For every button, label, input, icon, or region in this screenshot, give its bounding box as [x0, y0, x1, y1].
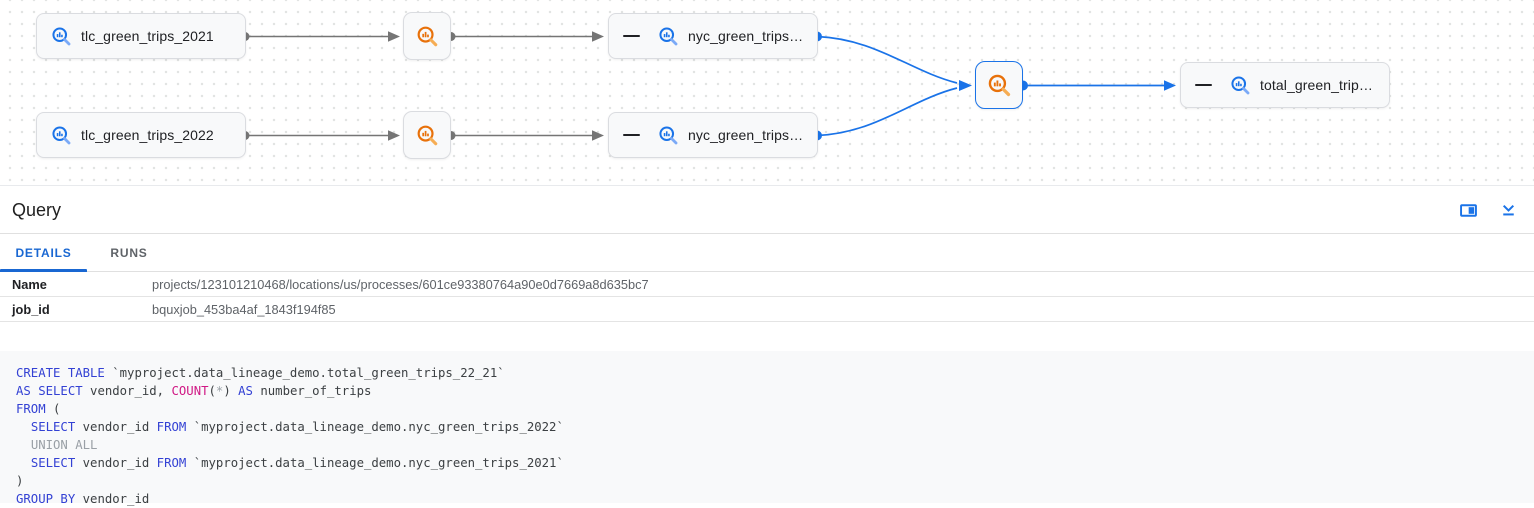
- open-side-panel-button[interactable]: [1456, 198, 1480, 222]
- node-nyc-green-trips-2021[interactable]: nyc_green_trips…: [608, 13, 818, 59]
- collapse-panel-icon: [1498, 200, 1519, 221]
- details-table: Name projects/123101210468/locations/us/…: [0, 272, 1534, 322]
- node-label: nyc_green_trips…: [688, 127, 803, 143]
- node-label: total_green_trip…: [1260, 77, 1373, 93]
- panel-title: Query: [12, 199, 62, 220]
- collapse-minus-icon[interactable]: [623, 34, 640, 38]
- bigquery-table-icon: [658, 125, 679, 146]
- detail-label-job-id: job_id: [12, 301, 50, 317]
- node-label: tlc_green_trips_2021: [81, 28, 214, 44]
- bigquery-process-icon: [987, 73, 1012, 98]
- node-nyc-green-trips-2022[interactable]: nyc_green_trips…: [608, 112, 818, 158]
- tab-runs[interactable]: RUNS: [110, 245, 148, 260]
- bigquery-process-icon: [416, 25, 439, 48]
- tab-details[interactable]: DETAILS: [0, 234, 87, 272]
- bigquery-table-icon: [51, 26, 72, 47]
- collapse-minus-icon[interactable]: [1195, 83, 1212, 87]
- lineage-graph-canvas[interactable]: tlc_green_trips_2021 nyc_green_trips… tl…: [0, 0, 1534, 186]
- detail-value-name: projects/123101210468/locations/us/proce…: [152, 276, 649, 292]
- node-tlc-green-trips-2021[interactable]: tlc_green_trips_2021: [36, 13, 246, 59]
- node-label: nyc_green_trips…: [688, 28, 803, 44]
- panel-tabs: DETAILS RUNS: [0, 234, 1534, 272]
- bigquery-table-icon: [51, 125, 72, 146]
- sql-code: CREATE TABLE `myproject.data_lineage_dem…: [16, 366, 564, 506]
- node-tlc-green-trips-2022[interactable]: tlc_green_trips_2022: [36, 112, 246, 158]
- collapse-minus-icon[interactable]: [623, 133, 640, 137]
- query-panel-header: Query: [0, 187, 1534, 234]
- detail-value-job-id: bquxjob_453ba4af_1843f194f85: [152, 301, 336, 317]
- collapse-panel-button[interactable]: [1496, 198, 1520, 222]
- table-row: Name projects/123101210468/locations/us/…: [0, 272, 1534, 297]
- node-total-green-trips[interactable]: total_green_trip…: [1180, 62, 1390, 108]
- process-node-2[interactable]: [403, 111, 451, 159]
- process-node-query-selected[interactable]: [975, 61, 1023, 109]
- node-label: tlc_green_trips_2022: [81, 127, 214, 143]
- sql-code-block: CREATE TABLE `myproject.data_lineage_dem…: [0, 351, 1534, 506]
- process-node-1[interactable]: [403, 12, 451, 60]
- table-row: job_id bquxjob_453ba4af_1843f194f85: [0, 297, 1534, 322]
- bigquery-process-icon: [416, 124, 439, 147]
- detail-label-name: Name: [12, 276, 47, 292]
- bigquery-table-icon: [1230, 75, 1251, 96]
- side-panel-icon: [1458, 200, 1479, 221]
- bigquery-table-icon: [658, 26, 679, 47]
